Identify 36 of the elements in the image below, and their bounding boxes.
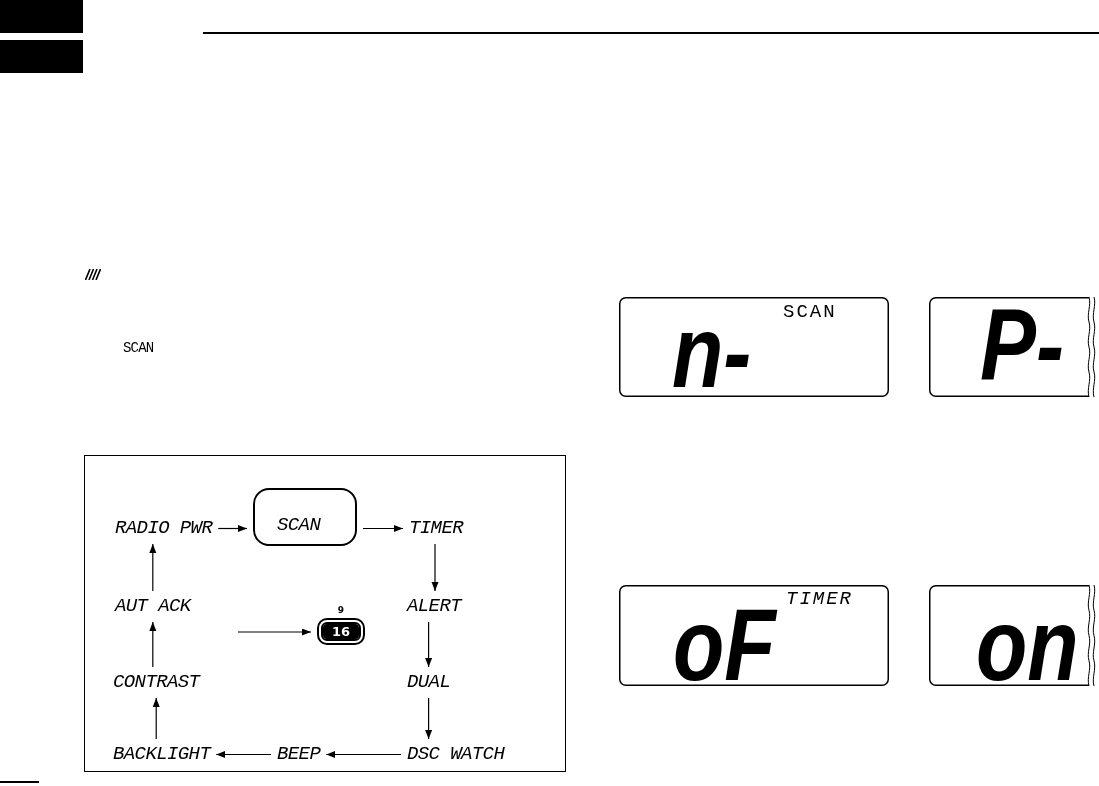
lcd-segment-readout: n- xyxy=(672,310,752,394)
menu-item-label: BEEP xyxy=(277,745,321,764)
lcd-segment-readout: on xyxy=(976,603,1079,687)
arrow xyxy=(431,543,439,592)
menu-item-label: RADIO PWR xyxy=(115,519,213,538)
channel-key: 16 xyxy=(317,618,365,645)
menu-item-label: DSC WATCH xyxy=(407,745,505,764)
arrow xyxy=(425,697,433,740)
arrow xyxy=(149,621,157,668)
arrow xyxy=(149,543,157,592)
menu-item-label: CONTRAST xyxy=(113,673,200,692)
menu-item-label: TIMER xyxy=(409,519,463,538)
menu-item-label: SCAN xyxy=(277,516,321,535)
lcd-text: TIMER xyxy=(786,590,853,609)
lcd-text: SCAN xyxy=(123,341,154,355)
arrow xyxy=(362,525,404,532)
menu-item-label: BACKLIGHT xyxy=(113,745,211,764)
key-sublabel: 9 xyxy=(337,606,345,615)
arrow xyxy=(237,628,312,636)
lcd-segment-readout: oF xyxy=(673,603,776,687)
lcd-display xyxy=(619,297,889,397)
arrow xyxy=(152,697,160,740)
diagram-frame xyxy=(84,455,566,772)
menu-item-label: DUAL xyxy=(407,673,451,692)
lcd-display xyxy=(619,585,889,686)
lcd-segment-readout: P- xyxy=(980,303,1064,387)
menu-item-label: ALERT xyxy=(407,597,461,616)
arrow xyxy=(215,751,272,758)
arrow xyxy=(217,525,248,532)
section-tab xyxy=(0,0,83,33)
section-tab xyxy=(0,40,83,73)
lcd-text: SCAN xyxy=(783,303,837,322)
arrow xyxy=(325,751,402,758)
highlight-box xyxy=(253,488,357,546)
menu-item-label: AUT ACK xyxy=(115,597,191,616)
arrow xyxy=(425,621,433,668)
